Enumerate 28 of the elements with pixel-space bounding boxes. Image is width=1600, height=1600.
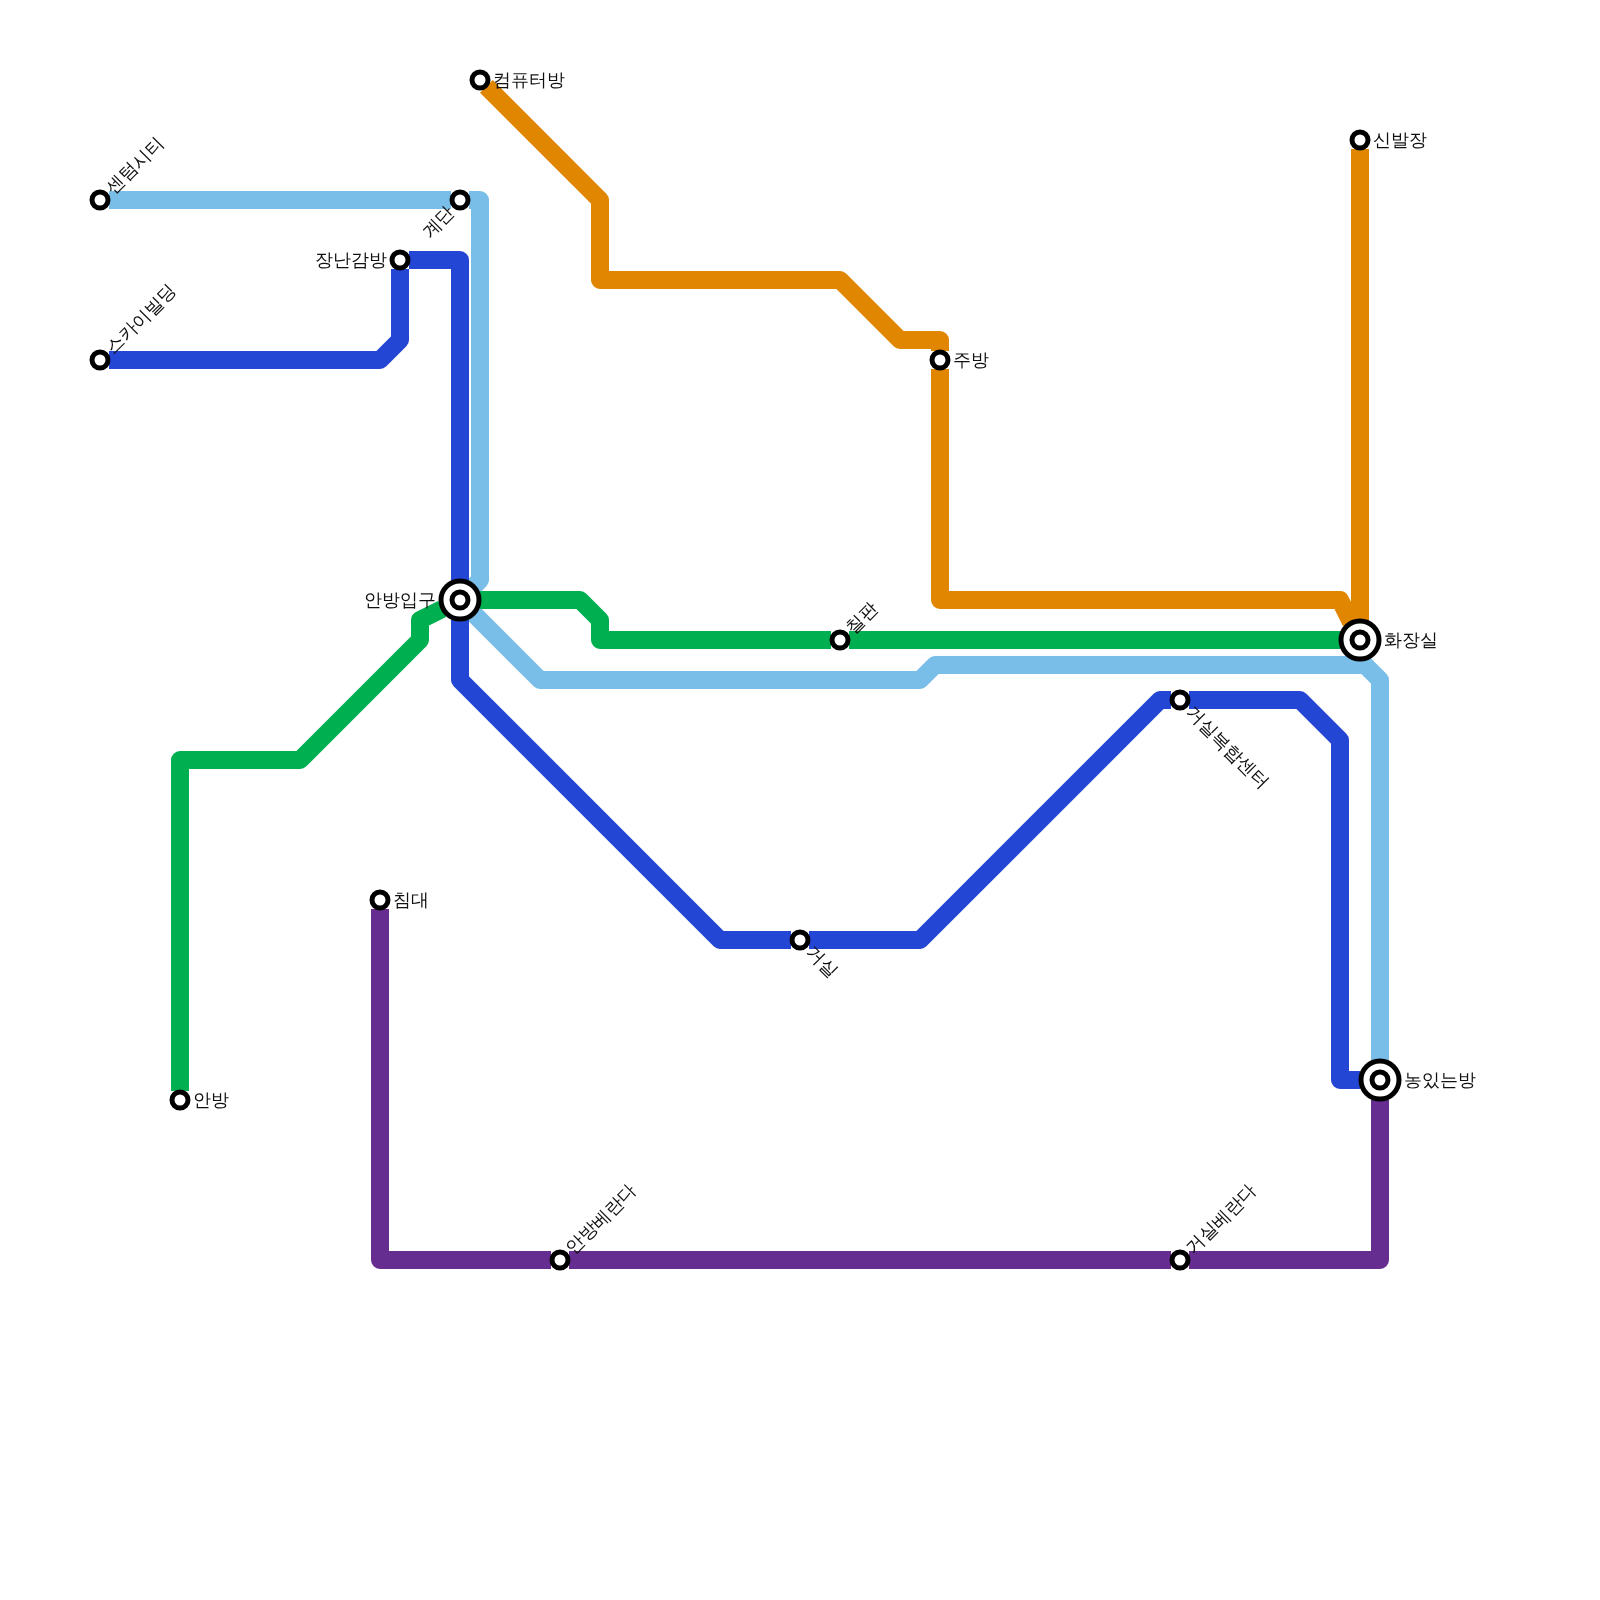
station-name: 안방입구: [364, 589, 436, 611]
station-name: 안방: [193, 1089, 229, 1111]
metro-line: [480, 591, 831, 649]
metro-line: [849, 631, 1340, 649]
station-name: 주방: [953, 349, 989, 371]
station-name: 장난감방: [315, 249, 387, 271]
metro-line: [1189, 1100, 1389, 1269]
station-name: 거실: [801, 941, 843, 983]
metro-line: [171, 600, 447, 1091]
station-name: 침대: [393, 889, 429, 911]
metro-line: [467, 607, 1389, 1060]
metro-line: [109, 269, 409, 369]
metro-line: [371, 909, 551, 1269]
metro-line: [1351, 149, 1369, 620]
metro-line: [109, 191, 451, 209]
metro-line: [809, 691, 1171, 949]
metro-line: [409, 251, 469, 580]
metro-line: [451, 620, 791, 949]
station-name: 계단: [417, 201, 459, 243]
metro-line: [480, 80, 949, 351]
station-name: 화장실: [1384, 629, 1438, 651]
station-name: 신발장: [1373, 129, 1427, 151]
metro-line: [467, 191, 489, 593]
metro-line: [569, 1251, 1171, 1269]
station-name: 칠판: [841, 597, 883, 639]
metro-line: [1189, 691, 1360, 1089]
station-name: 컴퓨터방: [493, 69, 565, 91]
station-name: 농있는방: [1404, 1069, 1476, 1091]
